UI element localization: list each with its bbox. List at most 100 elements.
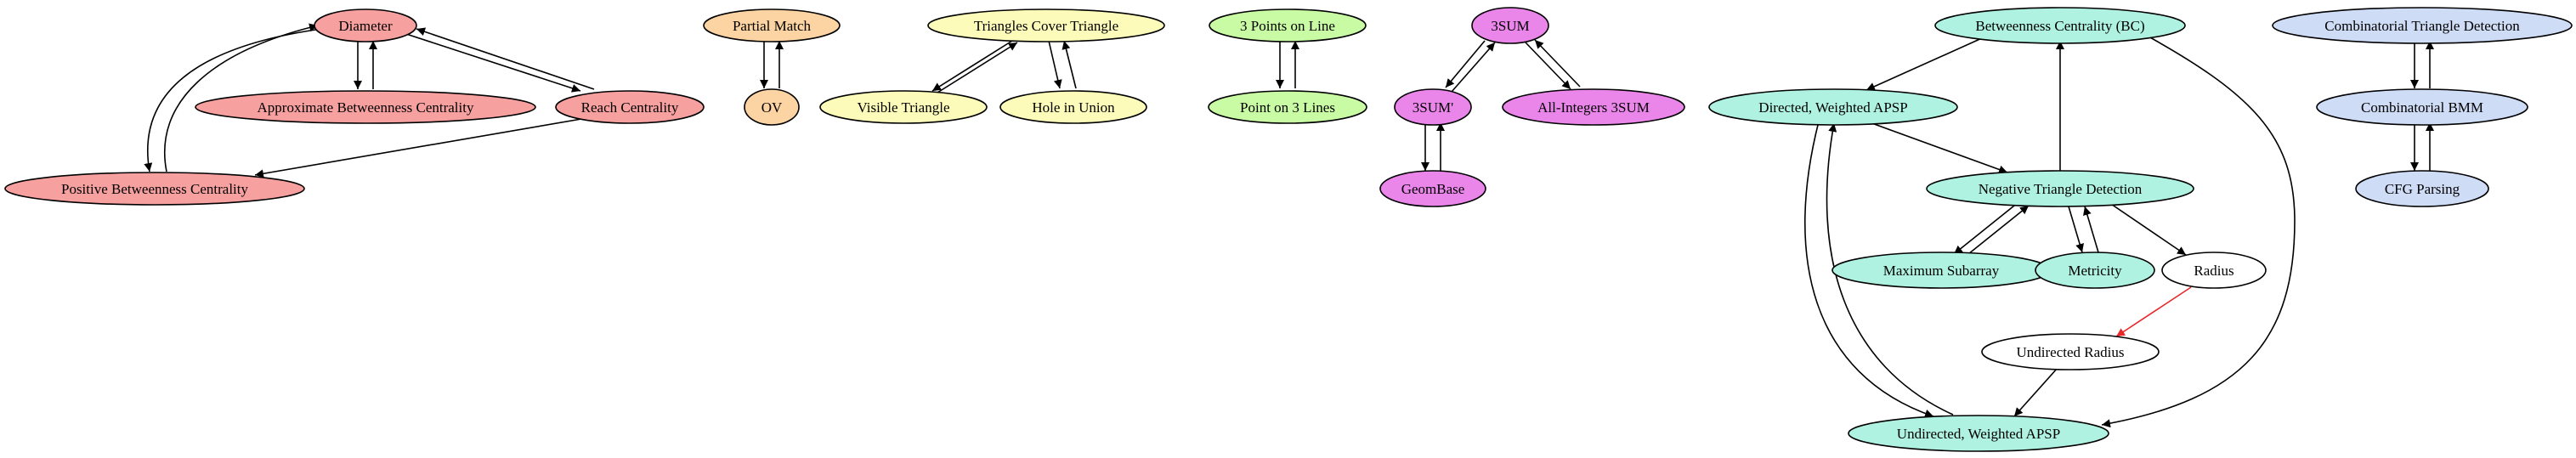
node-3-points-on-line-shape (1209, 8, 1367, 42)
node-reach-centrality[interactable]: Reach Centrality (555, 90, 705, 124)
node-approx-bc-label: Approximate Betweenness Centrality (258, 99, 474, 116)
node-undirected-radius-label: Undirected Radius (2017, 344, 2125, 360)
node-triangles-cover-shape (927, 8, 1165, 42)
node-betweenness-centrality[interactable]: Betweenness Centrality (BC) (1934, 7, 2186, 44)
node-all-integers-3sum[interactable]: All-Integers 3SUM (1502, 88, 1685, 126)
node-maximum-subarray[interactable]: Maximum Subarray (1832, 252, 2051, 289)
node-undirected-apsp[interactable]: Undirected, Weighted APSP (1848, 415, 2109, 452)
node-point-on-3-lines-label: Point on 3 Lines (1240, 99, 1335, 116)
node-visible-triangle-shape (819, 90, 988, 124)
node-positive-bc-shape (4, 172, 305, 206)
edge-triangles-cover-to-visible (931, 40, 1013, 92)
node-geombase[interactable]: GeomBase (1379, 170, 1486, 207)
node-undirected-radius[interactable]: Undirected Radius (1981, 333, 2160, 370)
edge-bc-to-directed-apsp (1865, 37, 1984, 91)
node-diameter-shape (314, 8, 417, 42)
node-cfg-parsing-label: CFG Parsing (2385, 181, 2460, 197)
node-3sum-prime[interactable]: 3SUM' (1394, 88, 1472, 126)
node-metricity[interactable]: Metricity (2035, 252, 2155, 289)
edge-all-integers-to-3sum (1534, 39, 1581, 88)
node-hole-in-union[interactable]: Hole in Union (999, 90, 1147, 124)
node-3sum[interactable]: 3SUM (1471, 7, 1549, 44)
edge-diameter-to-reach (405, 33, 581, 93)
node-partial-match-shape (703, 8, 841, 42)
node-radius-shape (2161, 252, 2267, 289)
node-3sum-shape (1471, 7, 1549, 44)
edge-reach-to-diameter (416, 27, 595, 90)
edge-visible-to-triangles-cover (937, 42, 1018, 93)
nodes: Diameter Approximate Betweenness Central… (4, 7, 2573, 452)
edge-directed-apsp-to-undirected-apsp (1804, 121, 1934, 418)
node-combinatorial-bmm[interactable]: Combinatorial BMM (2316, 88, 2528, 126)
node-hole-in-union-label: Hole in Union (1032, 99, 1115, 116)
node-ov-shape (744, 88, 800, 126)
edge-bc-to-undirected-apsp (2101, 31, 2296, 428)
node-visible-triangle-label: Visible Triangle (857, 99, 949, 116)
node-combinatorial-triangle-shape (2272, 7, 2573, 44)
node-negative-triangle-label: Negative Triangle Detection (1979, 181, 2143, 197)
node-maximum-subarray-label: Maximum Subarray (1883, 263, 2000, 279)
edge-triangles-cover-to-hole (1048, 40, 1062, 89)
node-reach-centrality-shape (555, 90, 705, 124)
edge-radius-to-undirected-radius (2115, 286, 2192, 337)
node-geombase-shape (1379, 170, 1486, 207)
node-metricity-label: Metricity (2068, 263, 2122, 279)
node-positive-bc[interactable]: Positive Betweenness Centrality (4, 172, 305, 206)
node-point-on-3-lines-shape (1208, 90, 1367, 124)
node-triangles-cover[interactable]: Triangles Cover Triangle (927, 8, 1165, 42)
node-point-on-3-lines[interactable]: Point on 3 Lines (1208, 90, 1367, 124)
node-all-integers-3sum-shape (1502, 88, 1685, 126)
node-geombase-label: GeomBase (1401, 181, 1465, 197)
node-diameter[interactable]: Diameter (314, 8, 417, 42)
node-combinatorial-bmm-shape (2316, 88, 2528, 126)
node-3-points-on-line[interactable]: 3 Points on Line (1209, 8, 1367, 42)
node-metricity-shape (2035, 252, 2155, 289)
node-3-points-on-line-label: 3 Points on Line (1240, 18, 1335, 34)
node-cfg-parsing-shape (2355, 170, 2489, 207)
node-3sum-prime-label: 3SUM' (1413, 99, 1453, 116)
edge-undirected-radius-to-undirected-apsp (2013, 367, 2058, 417)
node-all-integers-3sum-label: All-Integers 3SUM (1537, 99, 1650, 116)
node-partial-match[interactable]: Partial Match (703, 8, 841, 42)
node-triangles-cover-label: Triangles Cover Triangle (974, 18, 1118, 34)
edges (144, 23, 2434, 428)
node-ov-label: OV (761, 99, 783, 116)
edge-directed-apsp-to-negative-triangle (1866, 121, 2008, 174)
node-approx-bc-shape (195, 90, 536, 124)
edge-negative-triangle-to-max-subarray (1953, 201, 2019, 255)
node-3sum-prime-shape (1394, 88, 1472, 126)
node-betweenness-centrality-label: Betweenness Centrality (BC) (1975, 18, 2144, 34)
node-directed-apsp-shape (1708, 88, 1958, 126)
edge-hole-to-triangles-cover (1062, 40, 1077, 89)
node-approx-bc[interactable]: Approximate Betweenness Centrality (195, 90, 536, 124)
node-directed-apsp-label: Directed, Weighted APSP (1758, 99, 1907, 116)
edge-3sum-to-all-integers (1525, 42, 1571, 90)
node-undirected-radius-shape (1981, 333, 2160, 370)
node-radius-label: Radius (2194, 263, 2233, 279)
node-radius[interactable]: Radius (2161, 252, 2267, 289)
node-cfg-parsing[interactable]: CFG Parsing (2355, 170, 2489, 207)
node-negative-triangle[interactable]: Negative Triangle Detection (1926, 170, 2194, 207)
node-combinatorial-bmm-label: Combinatorial BMM (2361, 99, 2483, 116)
node-partial-match-label: Partial Match (733, 18, 812, 34)
edge-reach-to-positive-bc (254, 117, 587, 178)
edge-3sum-to-3sum-prime (1445, 40, 1486, 88)
node-directed-apsp[interactable]: Directed, Weighted APSP (1708, 88, 1958, 126)
node-ov[interactable]: OV (744, 88, 800, 126)
node-hole-in-union-shape (999, 90, 1147, 124)
node-diameter-label: Diameter (338, 18, 393, 34)
node-undirected-apsp-shape (1848, 415, 2109, 452)
node-positive-bc-label: Positive Betweenness Centrality (61, 181, 249, 197)
edge-max-subarray-to-negative-triangle (1963, 205, 2030, 258)
node-combinatorial-triangle[interactable]: Combinatorial Triangle Detection (2272, 7, 2573, 44)
edge-metricity-to-negative-triangle (2083, 206, 2099, 253)
node-undirected-apsp-label: Undirected, Weighted APSP (1897, 426, 2060, 442)
node-reach-centrality-label: Reach Centrality (581, 99, 679, 116)
node-3sum-label: 3SUM (1491, 18, 1529, 34)
edge-undirected-apsp-to-directed-apsp (1826, 122, 1954, 416)
edge-positive-bc-to-diameter (164, 23, 319, 172)
edge-negative-triangle-to-metricity (2068, 206, 2084, 253)
node-visible-triangle[interactable]: Visible Triangle (819, 90, 988, 124)
node-combinatorial-triangle-label: Combinatorial Triangle Detection (2324, 18, 2520, 34)
